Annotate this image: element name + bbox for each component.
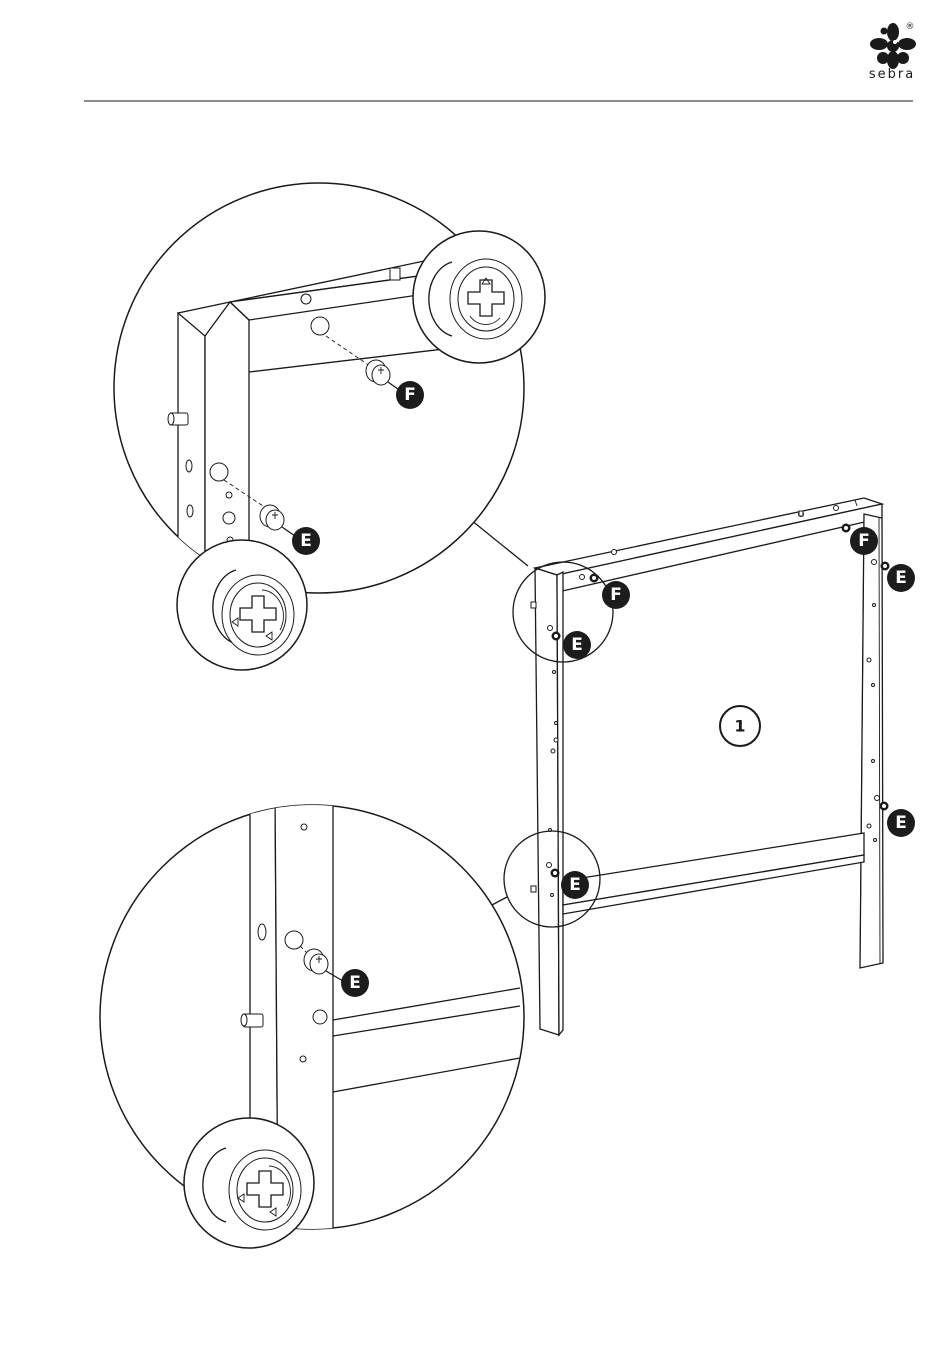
fitting-e-top-right	[881, 562, 890, 571]
step-number: 1	[734, 717, 745, 736]
svg-text:E: E	[895, 568, 907, 588]
leader-top	[471, 520, 528, 566]
part-label-f-frame-right: F	[850, 527, 878, 555]
svg-text:F: F	[404, 385, 416, 405]
svg-text:F: F	[858, 531, 870, 551]
part-label-e-detail-top: E	[292, 527, 320, 555]
zoom-cam-fitting-e-top	[177, 540, 307, 670]
fitting-e-top-left	[552, 632, 561, 641]
step-number-marker: 1	[720, 706, 760, 746]
top-rail-top	[535, 498, 882, 575]
dowel-pin	[168, 413, 188, 425]
zoom-cam-fitting-e-bottom	[184, 1118, 314, 1248]
svg-text:E: E	[895, 813, 907, 833]
svg-text:E: E	[349, 973, 361, 993]
fitting-f-top-right	[842, 524, 851, 533]
registered-mark: ®	[906, 22, 915, 32]
part-label-f-detail: F	[396, 381, 424, 409]
part-label-f-frame-left: F	[602, 581, 630, 609]
frame-assembly	[531, 498, 890, 1035]
part-label-e-frame-right-bottom: E	[887, 809, 915, 837]
fitting-e-bottom-left	[551, 869, 560, 878]
svg-text:E: E	[300, 531, 312, 551]
logo-wordmark: sebra	[869, 67, 915, 82]
part-label-e-frame-right-top: E	[887, 564, 915, 592]
part-label-e-frame-left-bottom: E	[561, 871, 589, 899]
svg-text:F: F	[610, 585, 622, 605]
svg-text:E: E	[571, 635, 583, 655]
fitting-e-bottom-right	[880, 802, 889, 811]
dowel-pin-bottom	[241, 1014, 263, 1027]
sebra-logo: sebra ®	[869, 22, 916, 82]
part-label-e-frame-left-top: E	[563, 631, 591, 659]
svg-text:E: E	[569, 875, 581, 895]
part-label-e-detail-bottom: E	[341, 969, 369, 997]
zoom-cam-bolt-f	[413, 231, 545, 363]
top-rail-front	[557, 504, 882, 592]
